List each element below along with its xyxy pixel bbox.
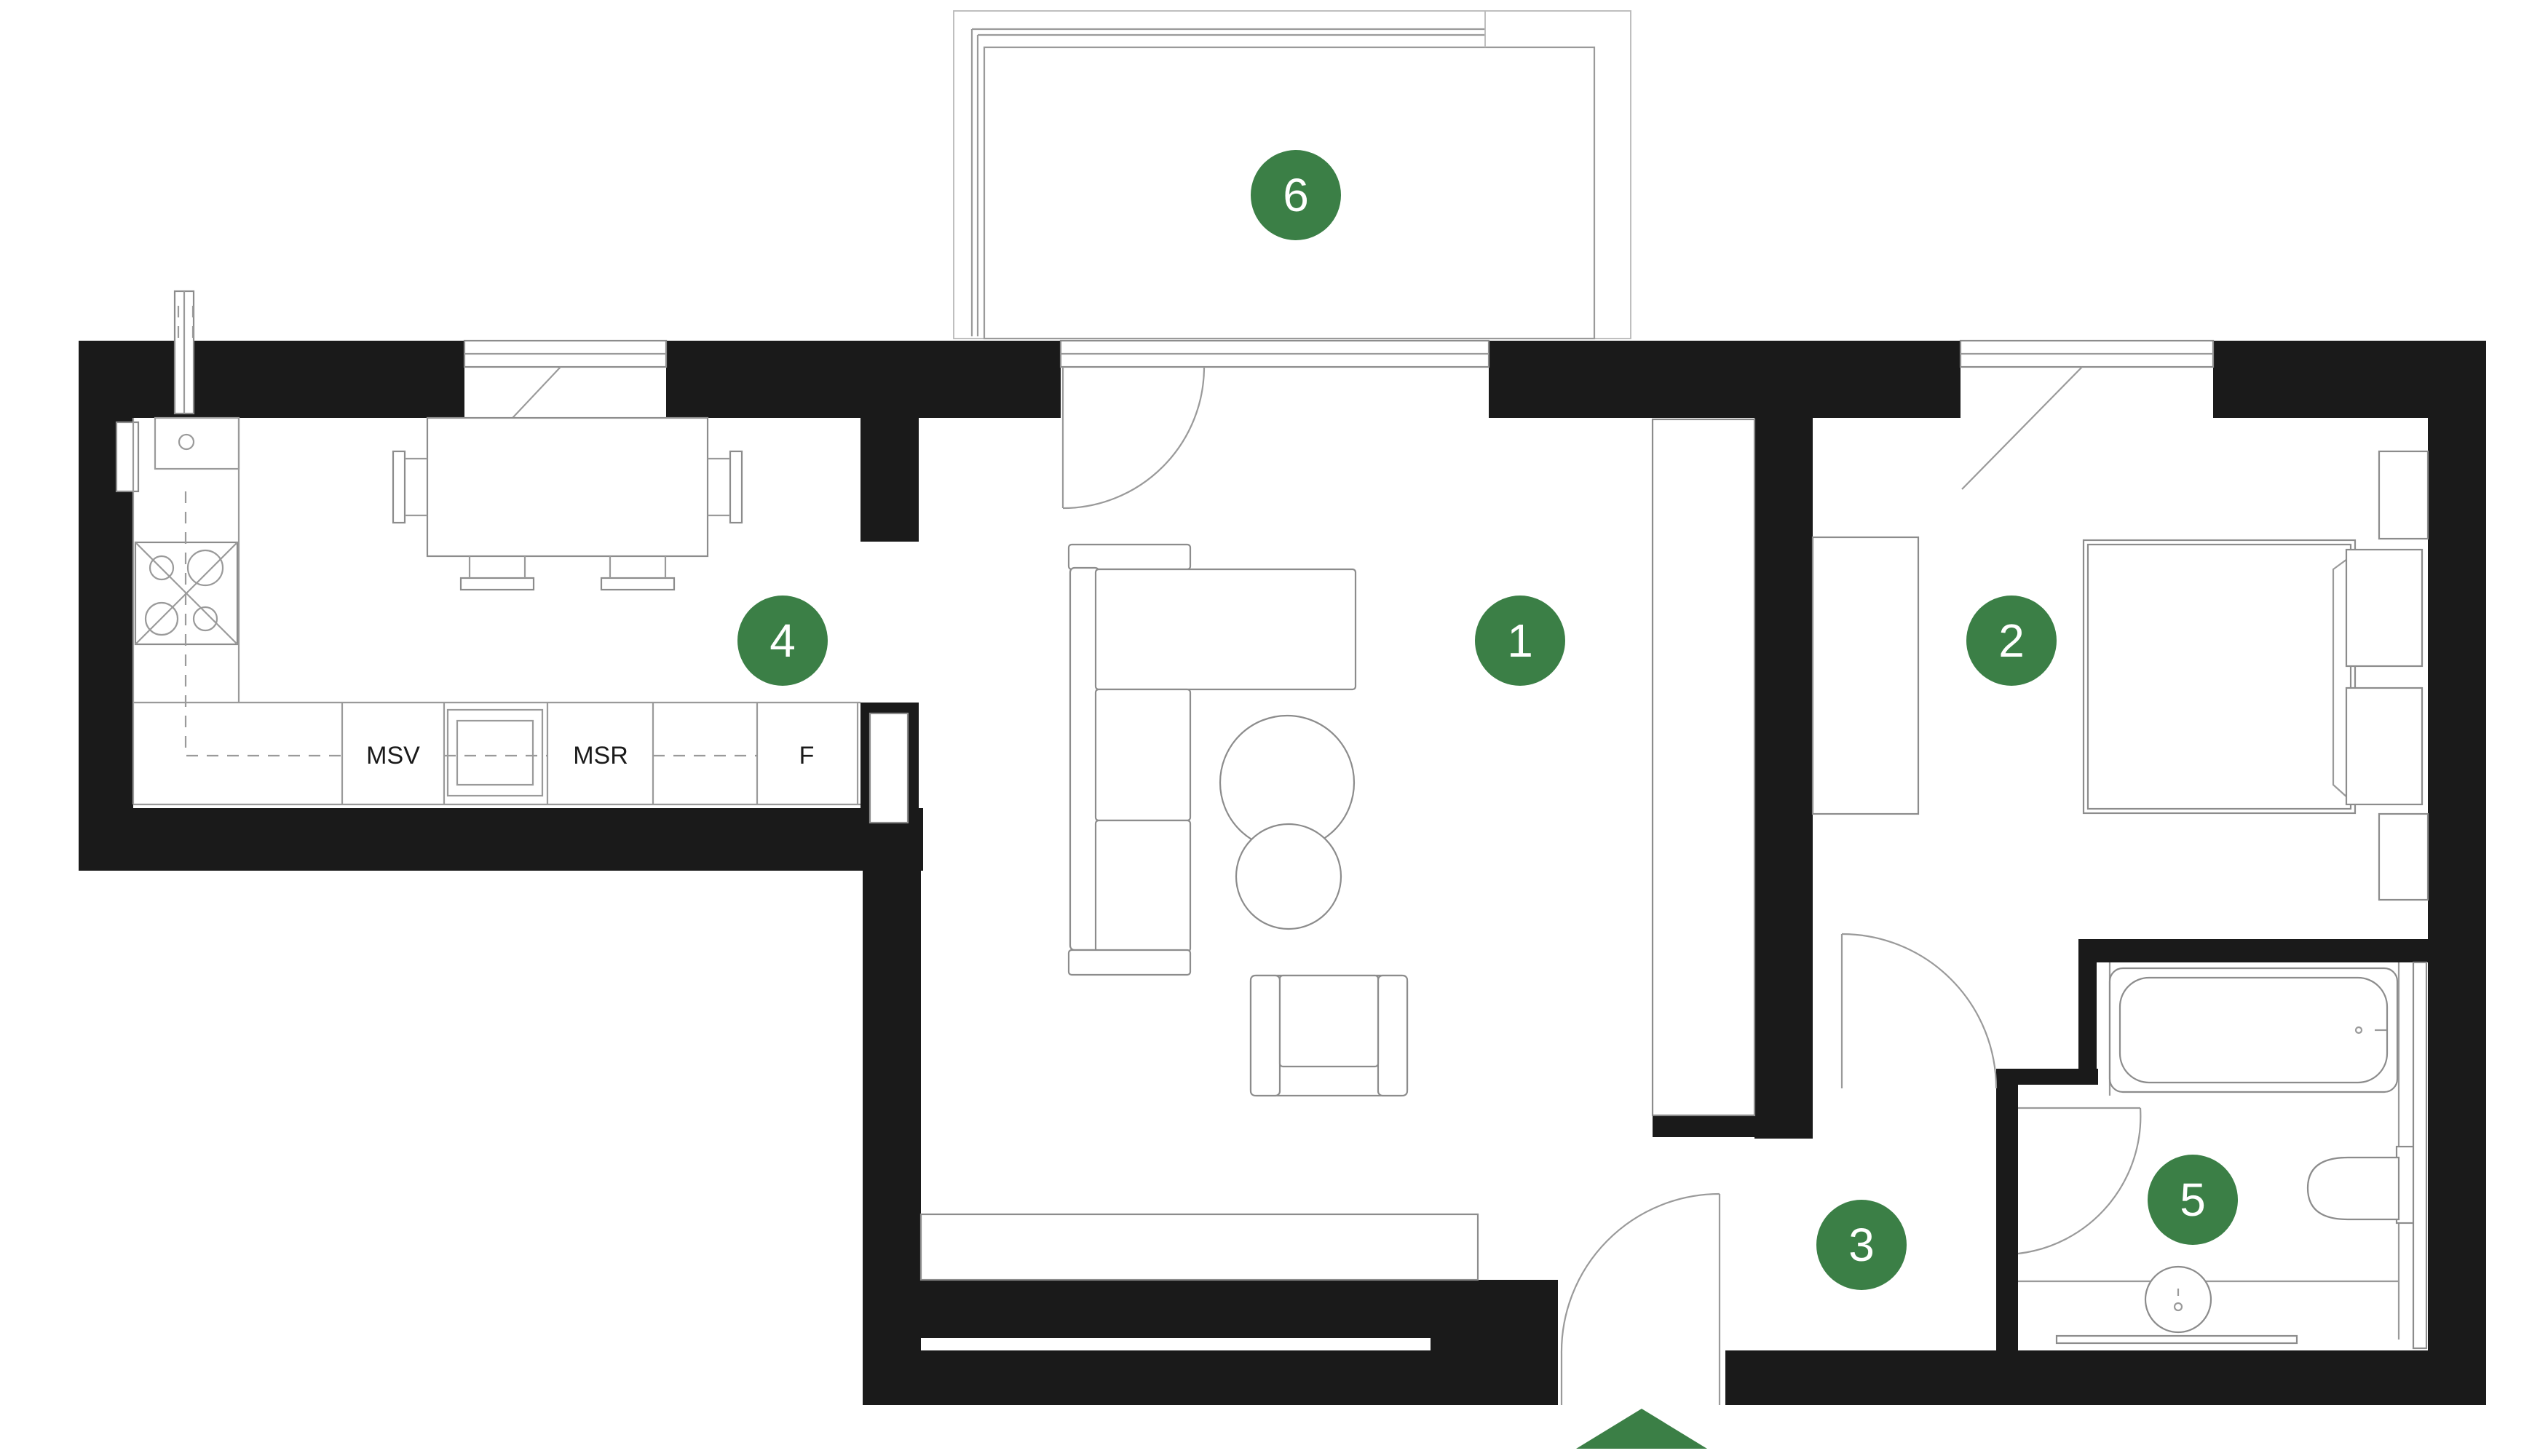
dining-table-icon — [392, 416, 743, 591]
room-number-6: 6 — [1283, 169, 1309, 221]
room-number-2: 2 — [1998, 614, 2025, 667]
sink-icon — [446, 708, 544, 797]
bathroom — [2018, 961, 2428, 1350]
entrance-arrow-icon — [1576, 1409, 1707, 1449]
washbasin-icon — [2055, 1265, 2298, 1345]
walls — [79, 341, 2486, 1405]
bed-icon — [2082, 539, 2424, 815]
coffee-table-icon — [1219, 714, 1356, 930]
bathtub-icon — [2108, 967, 2399, 1093]
room-number-1: 1 — [1507, 614, 1533, 667]
room-badge-4[interactable]: 4 — [737, 596, 828, 686]
balcony — [953, 10, 1631, 340]
appliance-label-f: F — [799, 742, 815, 769]
kitchen: MSV MSR F — [115, 306, 909, 824]
room-number-5: 5 — [2180, 1174, 2206, 1226]
window-icon — [173, 290, 2215, 415]
room-badge-2[interactable]: 2 — [1966, 596, 2057, 686]
bedroom — [1811, 450, 2429, 901]
sofa-icon — [1067, 543, 1357, 976]
room-badge-6[interactable]: 6 — [1251, 150, 1341, 240]
room-number-4: 4 — [769, 614, 796, 667]
room-badge-5[interactable]: 5 — [2148, 1155, 2238, 1245]
toilet-icon — [2306, 1145, 2416, 1224]
room-badge-3[interactable]: 3 — [1816, 1200, 1907, 1290]
appliance-label-msr: MSR — [573, 742, 628, 769]
appliance-label-msv: MSV — [366, 742, 420, 769]
living-room — [919, 418, 1756, 1281]
room-number-3: 3 — [1848, 1219, 1875, 1271]
armchair-icon — [1249, 974, 1409, 1097]
room-badge-1[interactable]: 1 — [1475, 596, 1565, 686]
